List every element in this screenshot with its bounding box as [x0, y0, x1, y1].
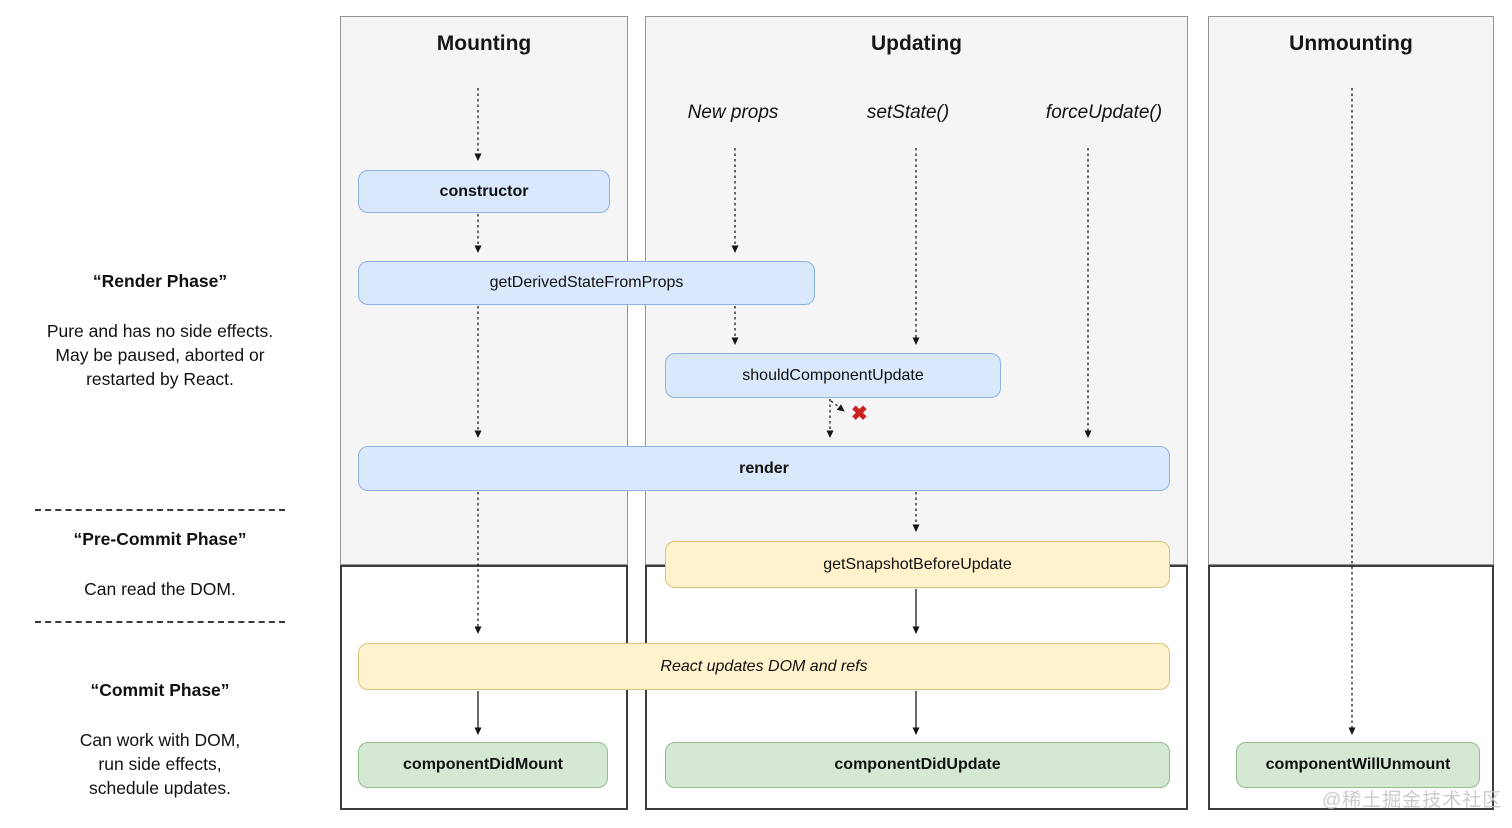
- render-phase-title: “Render Phase”: [92, 271, 228, 291]
- node-render: render: [358, 446, 1170, 491]
- trigger-new-props: New props: [687, 102, 779, 123]
- unmounting-render-phase-region: [1208, 16, 1494, 565]
- render-phase-description: Pure and has no side effects. May be pau…: [46, 321, 274, 389]
- trigger-force-update: forceUpdate(): [1045, 102, 1163, 123]
- node-get-snapshot-before-update: getSnapshotBeforeUpdate: [665, 541, 1170, 588]
- node-component-did-mount: componentDidMount: [358, 742, 608, 788]
- commit-phase-description: Can work with DOM, run side effects, sch…: [79, 730, 241, 798]
- precommit-phase-label: “Pre-Commit Phase”: [20, 529, 300, 550]
- commit-phase-title: “Commit Phase”: [90, 680, 230, 700]
- precommit-phase-title: “Pre-Commit Phase”: [73, 529, 247, 549]
- column-title-mounting: Mounting: [436, 32, 532, 55]
- commit-phase-label: “Commit Phase”: [20, 680, 300, 701]
- column-title-unmounting: Unmounting: [1289, 32, 1413, 55]
- trigger-set-state: setState(): [866, 102, 950, 123]
- watermark: @稀土掘金技术社区: [1322, 790, 1503, 811]
- node-component-will-unmount: componentWillUnmount: [1236, 742, 1480, 788]
- dashed-divider-top: [35, 509, 285, 511]
- render-phase-label: “Render Phase”: [20, 271, 300, 292]
- column-title-updating: Updating: [871, 32, 962, 55]
- node-component-did-update: componentDidUpdate: [665, 742, 1170, 788]
- stop-x-icon: ✖: [851, 403, 868, 425]
- node-react-updates-dom: React updates DOM and refs: [358, 643, 1170, 690]
- node-constructor: constructor: [358, 170, 610, 213]
- node-get-derived-state-from-props: getDerivedStateFromProps: [358, 261, 815, 305]
- precommit-phase-description: Can read the DOM.: [84, 579, 236, 599]
- dashed-divider-bottom: [35, 621, 285, 623]
- node-should-component-update: shouldComponentUpdate: [665, 353, 1001, 398]
